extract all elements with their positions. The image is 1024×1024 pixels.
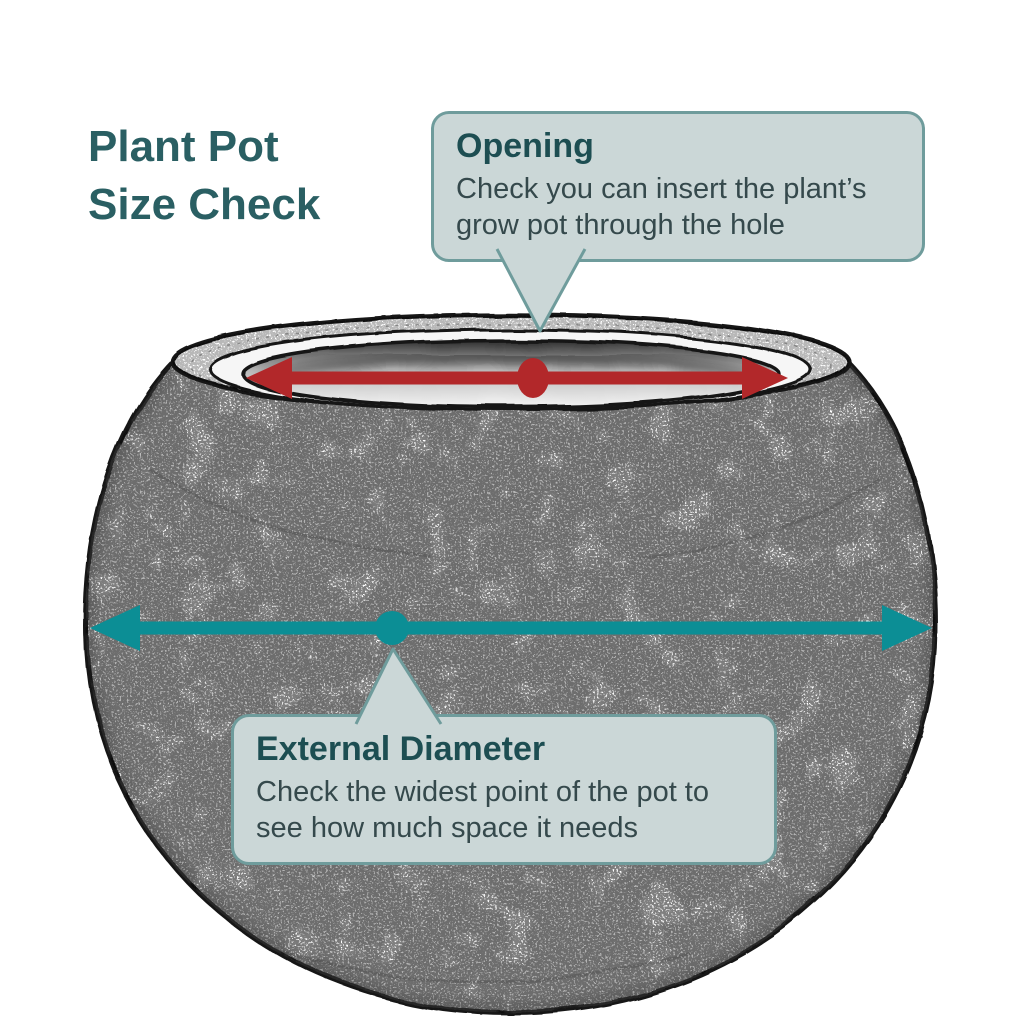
opening-arrowhead-right: [742, 357, 788, 399]
diameter-arrowhead-right: [882, 605, 932, 651]
opening-marker-dot: [517, 358, 549, 398]
pot-body: [83, 359, 939, 1016]
external-diameter-callout-body: Check the widest point of the pot to see…: [256, 775, 709, 844]
pot-body-texture: [86, 362, 936, 1013]
opening-callout: Opening Check you can insert the plant’s…: [431, 111, 925, 262]
page-title-line2: Size Check: [88, 180, 321, 230]
external-diameter-callout-heading: External Diameter: [256, 730, 546, 768]
pot-rim-lip: [209, 328, 813, 412]
external-diameter-arrow: [90, 605, 932, 651]
opening-callout-heading: Opening: [456, 127, 594, 165]
opening-callout-body: Check you can insert the plant’s grow po…: [456, 172, 867, 241]
page-title-line1: Plant Pot: [88, 122, 279, 171]
pot-illustration: [83, 312, 939, 1016]
opening-arrowhead-left: [246, 357, 292, 399]
pot-opening: [241, 339, 781, 409]
pot-rim-sketch-line: [190, 323, 832, 409]
pot-rim-texture: [173, 315, 849, 409]
diameter-arrowhead-left: [90, 605, 140, 651]
opening-inner-shadow: [259, 353, 763, 385]
diameter-marker-dot: [375, 611, 409, 645]
external-diameter-callout: External Diameter Check the widest point…: [231, 714, 777, 865]
page-title: Plant Pot Size Check: [88, 118, 320, 234]
opening-width-arrow: [246, 357, 788, 399]
pot-rim-outer: [170, 312, 852, 412]
